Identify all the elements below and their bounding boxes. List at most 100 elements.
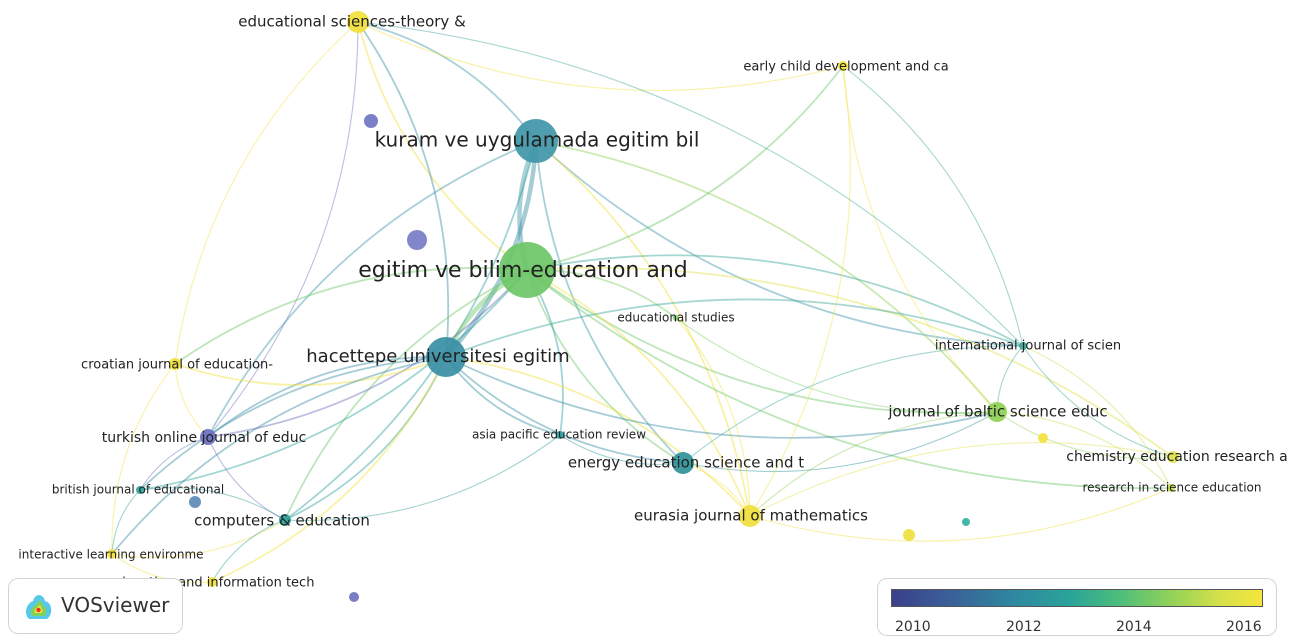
node-computers[interactable]	[279, 514, 291, 526]
link-edsci-kuram	[357, 21, 537, 142]
node-layer	[107, 11, 1179, 602]
node-early[interactable]	[838, 61, 848, 71]
link-computers-interactive	[111, 519, 286, 558]
link-ijsci-energy	[682, 345, 1024, 464]
node-label-computers[interactable]: computers & education	[194, 512, 370, 530]
node-label-chem[interactable]: chemistry education research a	[1066, 449, 1288, 465]
link-baltic-chem	[996, 411, 1174, 459]
link-egitim-turkish	[207, 269, 528, 438]
link-kuram-baltic	[535, 140, 998, 413]
unlabeled-node-4[interactable]	[962, 518, 970, 526]
link-egitim-eurasia	[526, 269, 751, 517]
link-hacettepe-ijsci	[445, 298, 1024, 358]
node-research[interactable]	[1167, 484, 1175, 492]
link-croatian-interactive	[111, 363, 176, 555]
node-label-british[interactable]: british journal of educational	[52, 483, 224, 497]
legend-tick-2010: 2010	[895, 619, 931, 635]
link-edsci-turkish	[207, 21, 359, 438]
color-legend: 2010 2012 2014 2016	[877, 578, 1277, 636]
node-turkish[interactable]	[200, 429, 216, 445]
link-edsci-ijsci	[357, 21, 1024, 347]
link-edsci-egitim	[357, 21, 528, 271]
node-label-baltic[interactable]: journal of baltic science educ	[887, 403, 1107, 421]
link-egitim-croatian	[174, 267, 528, 365]
link-eurasia-chem	[749, 442, 1174, 517]
year-gradient-bar	[891, 589, 1263, 607]
node-label-early[interactable]: early child development and ca	[743, 60, 948, 75]
node-label-interactive[interactable]: interactive learning environme	[18, 548, 203, 562]
node-label-croatian[interactable]: croatian journal of education-	[81, 358, 273, 373]
link-early-baltic	[842, 65, 998, 413]
node-eurasia[interactable]	[739, 505, 761, 527]
link-hacettepe-eit	[211, 356, 447, 583]
link-computers-eit	[211, 519, 286, 583]
link-egitim-chem	[526, 266, 1174, 458]
link-egitim-research	[526, 269, 1172, 490]
node-label-hacettepe[interactable]: hacettepe universitesi egitim	[306, 346, 569, 367]
vosviewer-logo-icon	[26, 595, 52, 619]
node-croatian[interactable]	[169, 358, 181, 370]
link-edsci-early	[357, 21, 844, 91]
unlabeled-node-3[interactable]	[903, 529, 915, 541]
node-kuram[interactable]	[514, 119, 558, 163]
link-edsci-hacettepe	[357, 21, 450, 358]
node-interactive[interactable]	[107, 549, 117, 559]
legend-tick-2012: 2012	[1006, 619, 1042, 635]
node-label-ijsci[interactable]: international journal of scien	[935, 339, 1121, 354]
node-edstudies[interactable]	[673, 315, 679, 321]
node-edsci[interactable]	[347, 11, 369, 33]
node-baltic[interactable]	[987, 402, 1007, 422]
legend-tick-2014: 2014	[1116, 619, 1152, 635]
link-hacettepe-baltic	[445, 356, 998, 439]
node-asia[interactable]	[556, 431, 564, 439]
node-energy[interactable]	[672, 452, 694, 474]
link-baltic-research	[996, 411, 1172, 489]
link-ijsci-research	[1022, 345, 1172, 489]
node-label-research[interactable]: research in science education	[1083, 481, 1262, 495]
link-baltic-eurasia	[749, 411, 998, 517]
node-hacettepe[interactable]	[426, 337, 466, 377]
vosviewer-logo: VOSviewer	[8, 578, 183, 634]
link-eit-interactive	[111, 553, 213, 583]
node-label-asia[interactable]: asia pacific education review	[472, 428, 646, 442]
link-turkish-croatian	[174, 363, 209, 438]
node-ijsci[interactable]	[1019, 342, 1027, 350]
node-chem[interactable]	[1167, 451, 1179, 463]
link-kuram-energy	[535, 140, 684, 464]
node-egitim[interactable]	[499, 242, 555, 298]
link-edstudies-baltic	[675, 317, 998, 414]
node-label-egitim[interactable]: egitim ve bilim-education and	[358, 258, 688, 283]
unlabeled-node-6[interactable]	[349, 592, 359, 602]
node-label-kuram[interactable]: kuram ve uygulamada egitim bil	[375, 128, 700, 152]
link-turkish-british	[139, 436, 209, 491]
node-british[interactable]	[136, 486, 144, 494]
link-edsci-croatian	[174, 21, 359, 365]
link-egitim-early	[526, 65, 844, 271]
link-early-eurasia	[749, 65, 851, 517]
node-eit[interactable]	[207, 577, 217, 587]
unlabeled-node-2[interactable]	[1038, 433, 1048, 443]
link-egitim-baltic	[526, 269, 998, 414]
unlabeled-node-5[interactable]	[189, 496, 201, 508]
node-label-turkish[interactable]: turkish online journal of educ	[102, 430, 307, 446]
node-label-energy[interactable]: energy education science and t	[568, 454, 804, 472]
link-hacettepe-computers	[284, 356, 447, 521]
link-layer	[111, 21, 1174, 583]
link-ijsci-chem	[1022, 345, 1174, 458]
node-label-eurasia[interactable]: eurasia journal of mathematics	[634, 507, 868, 525]
label-layer: educational sciences-theory & early child…	[18, 13, 1287, 591]
link-kuram-computers	[284, 140, 537, 521]
node-label-edstudies[interactable]: educational studies	[617, 311, 734, 325]
link-egitim-computers	[284, 269, 528, 521]
node-label-edsci[interactable]: educational sciences-theory &	[238, 13, 466, 31]
link-computers-turkish	[207, 436, 286, 521]
link-hacettepe-energy	[445, 356, 684, 464]
unlabeled-node-0[interactable]	[364, 114, 378, 128]
link-hacettepe-turkish	[207, 356, 447, 438]
unlabeled-node-1[interactable]	[407, 230, 427, 250]
link-hacettepe-eurasia	[445, 356, 751, 517]
link-asia-energy	[559, 434, 684, 466]
link-kuram-turkish	[207, 140, 537, 438]
link-british-interactive	[111, 489, 141, 555]
